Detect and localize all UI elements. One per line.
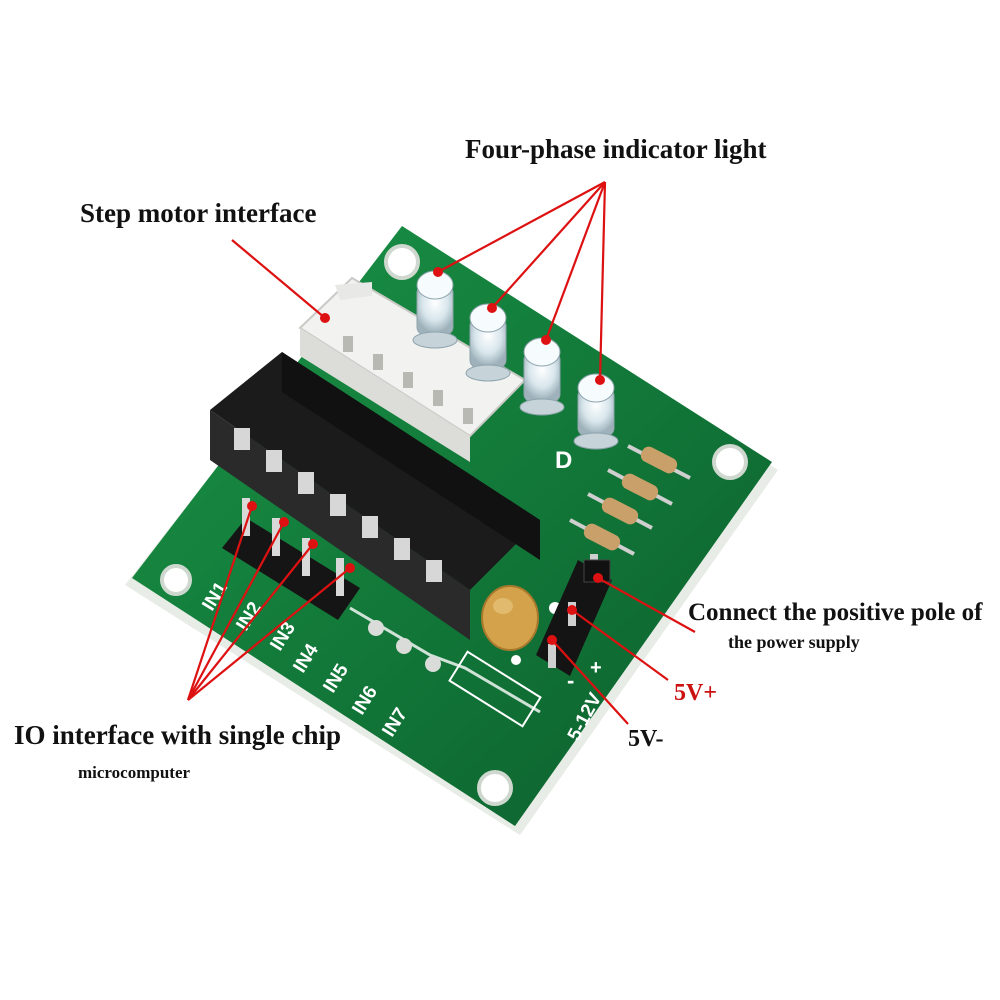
pad — [368, 620, 384, 636]
driver-ic-chip — [210, 352, 540, 640]
led-b — [465, 303, 511, 382]
pad — [396, 638, 412, 654]
led-c — [519, 337, 565, 416]
indicator-leds — [412, 270, 619, 450]
callout-connect-positive: Connect the positive pole of — [688, 599, 983, 626]
pointer-lines — [186, 181, 696, 725]
resistor — [569, 518, 635, 556]
pointer-dots — [247, 267, 605, 645]
pad — [511, 655, 521, 665]
mount-hole-left — [160, 564, 192, 596]
led-d — [573, 373, 619, 450]
mount-hole-right — [712, 444, 748, 480]
callout-microcomputer: microcomputer — [78, 763, 190, 782]
resistors — [569, 444, 691, 556]
callout-step-motor: Step motor interface — [80, 198, 316, 228]
led-a — [412, 270, 458, 349]
callout-io-interface: IO interface with single chip — [14, 720, 341, 750]
mount-hole-top — [384, 244, 420, 280]
resistor — [587, 492, 653, 530]
mount-hole-bottom — [477, 770, 513, 806]
callout-four-phase: Four-phase indicator light — [465, 134, 767, 164]
callout-power-supply: the power supply — [728, 632, 860, 652]
silk-chinese-label-box — [448, 650, 542, 728]
silk-minus: - — [567, 668, 574, 693]
silk-plus: + — [590, 657, 602, 679]
callout-5v-plus: 5V+ — [674, 680, 717, 706]
pad — [425, 656, 441, 672]
silk-led-letter: D — [555, 447, 572, 474]
capacitor — [481, 585, 539, 651]
resistor — [627, 444, 691, 480]
chip-pins — [234, 428, 442, 582]
resistor — [607, 468, 673, 506]
callout-5v-minus: 5V- — [628, 726, 664, 752]
